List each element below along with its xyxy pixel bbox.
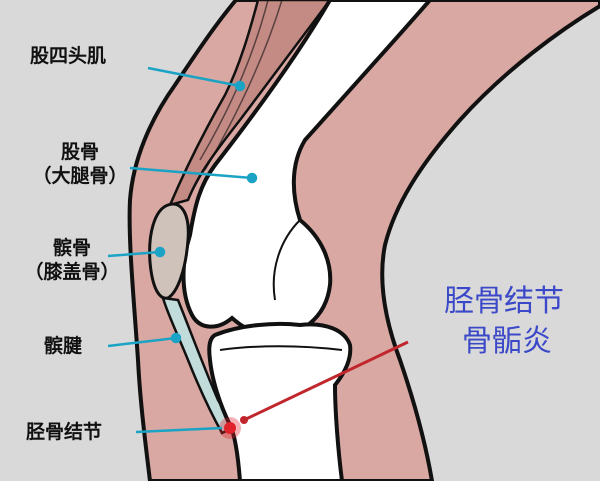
leader-femur-dot (246, 172, 258, 184)
leader-tendon (107, 336, 177, 348)
label-femur-alt: （大腿骨） (32, 165, 128, 187)
tibia-plateau-line (219, 345, 343, 351)
callout-line1: 胫骨结节 (444, 284, 564, 319)
callout-leader-line (243, 340, 409, 422)
label-tibial-tuberosity: 胫骨结节 (26, 421, 103, 443)
leader-quadriceps (147, 66, 241, 88)
femur-condyle-line (272, 219, 301, 301)
inflammation-spot (224, 422, 236, 434)
leader-lines (107, 66, 258, 434)
quadriceps-muscle (167, 0, 332, 207)
quadriceps-lines (199, 0, 283, 171)
leader-tuberosity (135, 426, 223, 434)
callout-leader-dot (240, 416, 248, 424)
leader-patella (107, 250, 161, 258)
label-patellar-tendon: 髌腱 (44, 335, 83, 357)
label-patella-name: 髌骨 (52, 237, 91, 259)
label-patella-alt: （膝盖骨） (24, 261, 120, 283)
leader-patella-dot (154, 246, 166, 258)
leader-tendon-dot (170, 332, 182, 344)
callout-title: 胫骨结节 骨骺炎 (444, 282, 564, 362)
leader-femur (129, 166, 253, 180)
label-quadriceps: 股四头肌 (30, 45, 107, 67)
label-femur: 股骨 （大腿骨） (22, 140, 138, 188)
label-patella: 髌骨 （膝盖骨） (14, 236, 130, 284)
label-femur-name: 股骨 (60, 141, 99, 163)
callout-line2: 骨骺炎 (462, 324, 552, 359)
leader-quadriceps-dot (234, 80, 246, 92)
